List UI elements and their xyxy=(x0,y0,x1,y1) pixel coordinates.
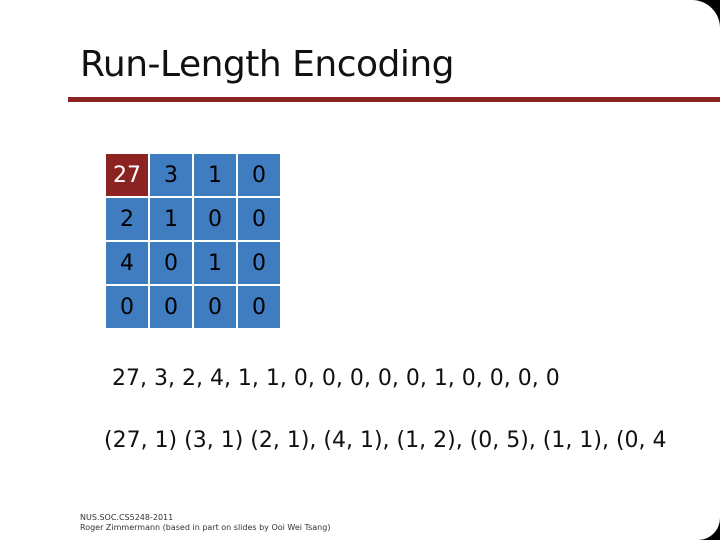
matrix-cell: 0 xyxy=(106,286,148,328)
matrix-cell: 2 xyxy=(106,198,148,240)
matrix-cell: 1 xyxy=(150,198,192,240)
footer-course: NUS.SOC.CS5248-2011 xyxy=(80,513,174,522)
matrix-cell: 0 xyxy=(194,198,236,240)
matrix-cell: 27 xyxy=(106,154,148,196)
matrix-cell: 0 xyxy=(194,286,236,328)
matrix-cell: 3 xyxy=(150,154,192,196)
footer-credit: Roger Zimmermann (based in part on slide… xyxy=(80,523,331,532)
matrix-cell: 0 xyxy=(238,198,280,240)
matrix-cell: 1 xyxy=(194,154,236,196)
matrix-cell: 4 xyxy=(106,242,148,284)
title-underline xyxy=(68,97,720,102)
matrix-cell: 1 xyxy=(194,242,236,284)
matrix-cell: 0 xyxy=(238,154,280,196)
matrix-cell: 0 xyxy=(150,242,192,284)
matrix-cell: 0 xyxy=(150,286,192,328)
zigzag-sequence: 27, 3, 2, 4, 1, 1, 0, 0, 0, 0, 0, 1, 0, … xyxy=(112,366,560,391)
slide-footer: NUS.SOC.CS5248-2011 Roger Zimmermann (ba… xyxy=(80,513,330,533)
rle-pairs: (27, 1) (3, 1) (2, 1), (4, 1), (1, 2), (… xyxy=(104,428,667,453)
matrix-cell: 0 xyxy=(238,242,280,284)
matrix-cell: 0 xyxy=(238,286,280,328)
slide-title: Run-Length Encoding xyxy=(80,44,455,85)
